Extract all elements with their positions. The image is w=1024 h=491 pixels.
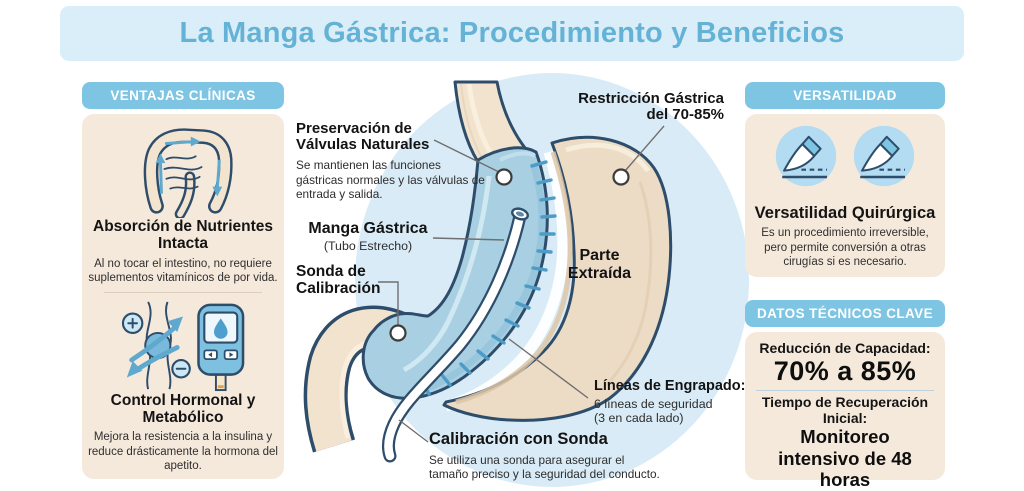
scalpel-icon — [853, 125, 915, 187]
calibration-tube — [381, 207, 529, 463]
capacity-reduction-value: 70% a 85% — [773, 356, 917, 387]
marker-restriccion — [612, 168, 630, 186]
label-calibracion-title: Calibración con Sonda — [429, 430, 608, 448]
versatility-heading: Versatilidad Quirúrgica — [754, 203, 936, 222]
hormone-glucometer-icon — [121, 301, 245, 391]
capacity-reduction-label: Reducción de Capacidad: — [759, 340, 931, 356]
gastric-sleeve-shape — [361, 146, 549, 400]
label-preservacion-title: Preservación de Válvulas Naturales — [296, 120, 430, 154]
marker-preservacion — [495, 168, 513, 186]
label-engrapado-line1: 6 líneas de seguridad — [594, 396, 713, 411]
excised-portion-shape — [442, 135, 673, 422]
key-technical-data-panel: DATOS TÉCNICOS CLAVE Reducción de Capaci… — [745, 300, 945, 490]
advantage-body: Al no tocar el intestino, no requiere su… — [88, 257, 278, 284]
clinical-advantages-panel: VENTAJAS CLÍNICAS — [82, 82, 284, 479]
panel-divider — [104, 291, 262, 293]
leader-manga — [432, 237, 505, 241]
label-manga-subtitle: (Tubo Estrecho) — [323, 239, 413, 254]
versatility-panel: VERSATILIDAD Versati — [745, 82, 945, 277]
label-lineas-engrapado: Líneas de Engrapado: 6 líneas de segurid… — [594, 378, 756, 426]
marker-dots — [389, 168, 630, 342]
intestine-icon — [143, 128, 233, 218]
label-restriccion-gastrica: Restricción Gástrica del 70-85% — [564, 90, 724, 124]
staple-line — [421, 160, 557, 396]
leader-lines — [378, 125, 665, 443]
leader-calibracion — [398, 419, 429, 443]
leader-preservacion — [433, 139, 500, 173]
recovery-time-value: Monitoreo intensivo de 48 horas — [778, 426, 912, 490]
scalpel-icon — [775, 125, 837, 187]
advantage-item-hormonal: Control Hormonal y Metabólico Mejora la … — [85, 300, 281, 473]
label-calibracion-body: Se utiliza una sonda para asegurar el ta… — [429, 452, 660, 482]
label-sonda-calibracion: Sonda de Calibración — [296, 263, 396, 297]
versatility-header: VERSATILIDAD — [745, 82, 945, 109]
label-engrapado-title: Líneas de Engrapado: — [594, 378, 746, 394]
leader-engrapado — [508, 338, 589, 399]
leader-restriccion — [624, 125, 665, 172]
label-restriccion-title: Restricción Gástrica del 70-85% — [578, 90, 724, 124]
label-engrapado-line2: (3 en cada lado) — [594, 411, 684, 426]
label-parte-title: Parte Extraída — [567, 247, 632, 283]
advantage-heading: Control Hormonal y Metabólico — [110, 391, 256, 426]
title-banner: La Manga Gástrica: Procedimiento y Benef… — [60, 6, 964, 61]
label-calibracion-sonda: Calibración con Sonda Se utiliza una son… — [429, 430, 674, 482]
label-manga-title: Manga Gástrica — [308, 220, 428, 237]
recovery-time-label: Tiempo de Recuperación Inicial: — [761, 394, 929, 427]
label-preservacion-body: Se mantienen las funciones gástricas nor… — [296, 158, 485, 202]
advantage-body: Mejora la resistencia a la insulina y re… — [88, 431, 278, 472]
label-manga-gastrica: Manga Gástrica (Tubo Estrecho) — [298, 220, 438, 254]
leader-sonda — [378, 281, 399, 325]
label-parte-extraida: Parte Extraída — [552, 247, 647, 284]
clinical-advantages-header: VENTAJAS CLÍNICAS — [82, 82, 284, 109]
page-title: La Manga Gástrica: Procedimiento y Benef… — [179, 17, 845, 49]
marker-sonda — [389, 324, 407, 342]
label-sonda-title: Sonda de Calibración — [296, 263, 381, 297]
advantage-item-absorption: Absorción de Nutrientes Intacta Al no to… — [85, 120, 281, 285]
panel-divider — [756, 390, 934, 392]
versatility-body: Es un procedimiento irreversible, pero p… — [761, 227, 929, 268]
label-preservacion: Preservación de Válvulas Naturales Se ma… — [296, 120, 485, 202]
key-technical-data-header: DATOS TÉCNICOS CLAVE — [745, 300, 945, 327]
advantage-heading: Absorción de Nutrientes Intacta — [93, 218, 273, 253]
